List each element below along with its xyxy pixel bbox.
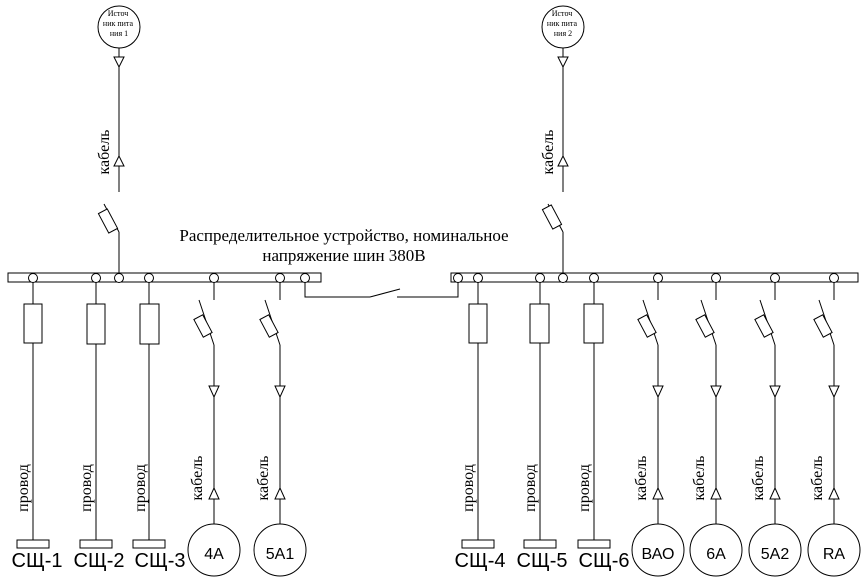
source-1-symbol [97,5,141,49]
feeder-schh-2-name: СЩ-2 [74,550,125,572]
source-1-label: Источ ник пита ния 1 [103,9,135,38]
feeder-ra-name: RA [823,546,846,563]
feeder-schh-1-line-label: провод [15,464,32,512]
source-1-feeder [97,48,125,278]
feeder-schh-2-line-label: провод [78,464,95,512]
feeder-6a-line-label: кабель [691,456,708,501]
source-2-cable-label: кабель [540,130,557,175]
feeder-4a-name: 4А [204,546,224,563]
feeder-schh-4-name: СЩ-4 [455,550,506,572]
feeder-5a1-name: 5А1 [266,546,295,563]
feeder-5a2-line [748,278,802,577]
feeder-ra-line-label: кабель [809,456,826,501]
source-2-feeder [541,48,569,278]
feeder-schh-5-line [523,278,557,549]
source-2-symbol [541,5,585,49]
feeder-schh-6-name: СЩ-6 [579,550,630,572]
feeder-schh-6-line-label: провод [576,464,593,512]
feeder-ra-line [807,278,861,577]
feeder-vao-name: ВАО [642,546,675,563]
feeder-vao-line [631,278,685,577]
feeder-5a1-line-label: кабель [255,456,272,501]
feeder-5a1-line [253,278,307,577]
feeder-schh-3-name: СЩ-3 [135,550,186,572]
feeder-4a-line-label: кабель [189,456,206,501]
bus-connection-points [28,273,839,283]
feeder-schh-4-line [461,278,495,549]
source-2-label: Источ ник пита ния 2 [547,9,579,38]
feeder-5a2-name: 5А2 [761,546,790,563]
feeder-5a2-line-label: кабель [750,456,767,501]
feeder-4a-line [187,278,241,577]
left-busbar [7,272,322,283]
feeder-vao-line-label: кабель [633,456,650,501]
feeder-6a-name: 6А [706,546,726,563]
feeder-schh-2-line [79,278,113,549]
feeder-schh-1-line [16,278,50,549]
feeder-schh-5-name: СЩ-5 [517,550,568,572]
switchgear-title-line-2: напряжение шин 380В [262,246,425,265]
feeder-schh-3-line [132,278,166,549]
feeder-schh-4-line-label: провод [460,464,477,512]
feeder-schh-1-name: СЩ-1 [12,550,63,572]
feeder-6a-line [689,278,743,577]
switchgear-title-line-1: Распределительное устройство, номинально… [179,226,508,245]
bus-section-switch [304,278,459,298]
feeder-schh-5-line-label: провод [522,464,539,512]
feeder-schh-3-line-label: провод [132,464,149,512]
feeder-schh-6-line [577,278,611,549]
source-1-cable-label: кабель [96,130,113,175]
